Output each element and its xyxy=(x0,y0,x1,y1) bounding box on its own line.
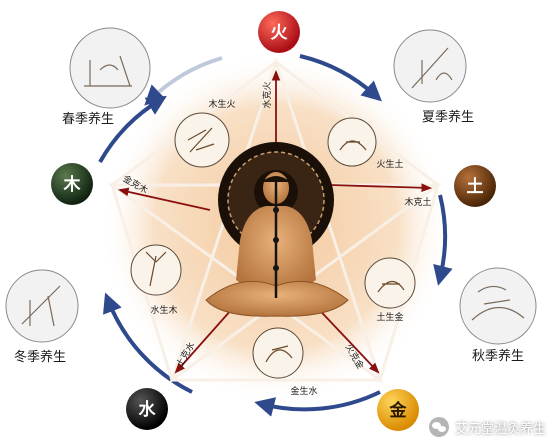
element-fire-label: 火 xyxy=(271,23,289,43)
gen-earth-metal-label: 土生金 xyxy=(376,311,403,323)
element-wood-label: 木 xyxy=(63,174,82,195)
vignette-wood-fire xyxy=(174,112,230,168)
element-metal-label: 金 xyxy=(389,400,408,421)
watermark: 艾元堂温灸养生 xyxy=(428,416,546,438)
element-water-ball xyxy=(126,388,168,430)
vignette-metal-water xyxy=(252,327,304,379)
gen-fire-earth-label: 火生土 xyxy=(376,158,403,170)
gen-metal-water-label: 金生水 xyxy=(290,385,317,397)
ctrl-wood-earth-label: 木克土 xyxy=(404,196,431,208)
season-autumn-label: 秋季养生 xyxy=(472,348,524,364)
element-wood-ball xyxy=(51,163,93,205)
arrow-wood-controls-earth xyxy=(329,183,433,193)
meditating-figure xyxy=(205,142,349,317)
scene-summer xyxy=(393,29,467,103)
arrow-fire-to-earth xyxy=(299,54,382,102)
scene-spring xyxy=(69,27,151,109)
element-fire-ball xyxy=(258,11,300,53)
arrow-water-to-wood xyxy=(103,292,193,394)
arrow-earth-to-metal xyxy=(433,194,453,286)
vignette-earth-metal xyxy=(364,257,416,309)
ctrl-water-fire-label: 水克火 xyxy=(261,81,273,108)
arrow-metal-to-water xyxy=(254,390,381,417)
element-water-label: 水 xyxy=(139,399,157,420)
element-earth-label: 土 xyxy=(467,176,484,197)
wechat-icon xyxy=(428,417,449,437)
gen-water-wood-label: 水生木 xyxy=(150,304,177,316)
gen-wood-fire-label: 木生火 xyxy=(208,98,235,110)
element-metal-ball xyxy=(377,389,419,431)
season-spring-label: 春季养生 xyxy=(62,111,114,127)
vignette-water-wood xyxy=(130,244,182,296)
watermark-text: 艾元堂温灸养生 xyxy=(454,421,546,437)
scene-autumn xyxy=(459,267,537,345)
season-winter-label: 冬季养生 xyxy=(14,349,66,365)
scene-winter xyxy=(5,269,79,343)
season-summer-label: 夏季养生 xyxy=(422,109,474,125)
arrow-metal-controls-wood xyxy=(117,187,211,211)
arrow-wood-to-fire xyxy=(98,95,167,163)
element-earth-ball xyxy=(454,165,496,207)
generating-cycle-arrows xyxy=(98,54,453,417)
